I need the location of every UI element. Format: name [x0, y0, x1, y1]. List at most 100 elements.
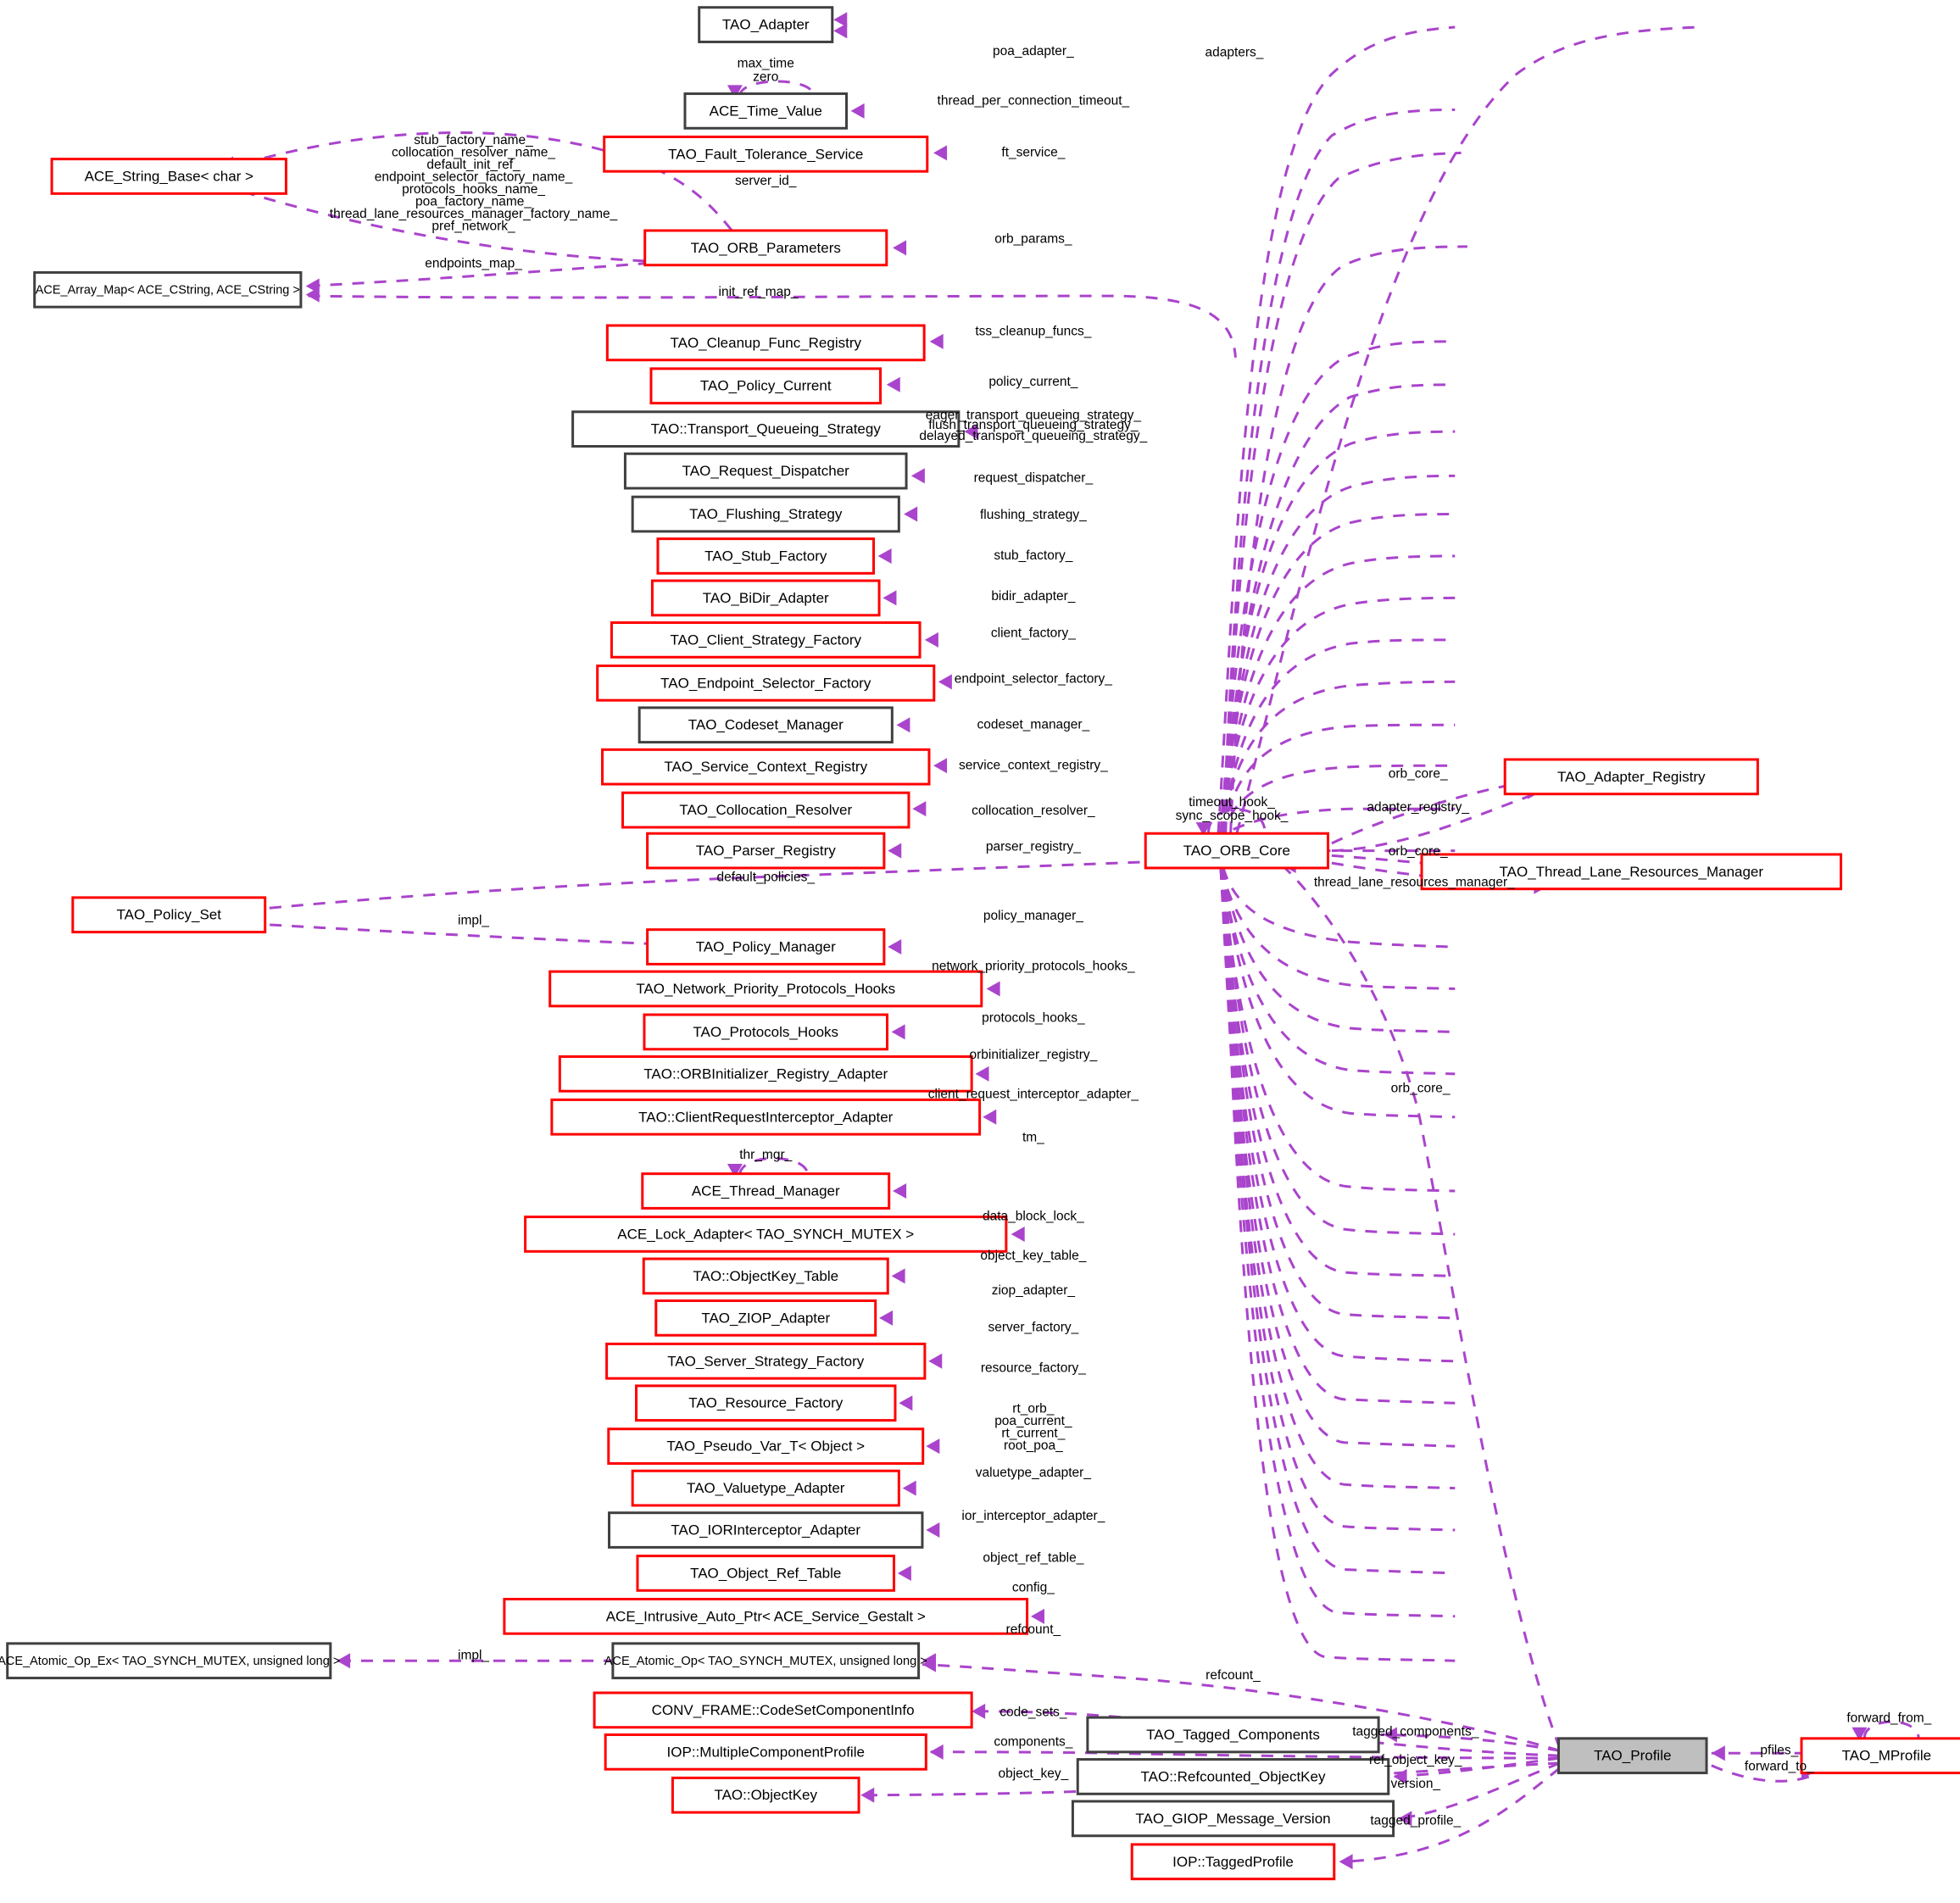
class-node-border[interactable] — [1076, 1758, 1390, 1795]
class-node-border[interactable] — [601, 748, 931, 786]
class-node-tao_service_context_registry[interactable]: TAO_Service_Context_Registry — [601, 748, 931, 786]
class-node-ace_thread_manager[interactable]: ACE_Thread_Manager — [641, 1172, 891, 1210]
class-node-border[interactable] — [683, 92, 849, 130]
class-node-tao_giop_message_version[interactable]: TAO_GIOP_Message_Version — [1071, 1800, 1395, 1838]
class-node-tao_client_strategy_factory[interactable]: TAO_Client_Strategy_Factory — [610, 621, 922, 659]
class-node-border[interactable] — [1420, 853, 1843, 891]
class-node-border[interactable] — [503, 1597, 1029, 1635]
class-node-ace_string_base[interactable]: ACE_String_Base< char > — [50, 158, 287, 195]
class-node-border[interactable] — [654, 1299, 877, 1337]
class-node-border[interactable] — [6, 1642, 332, 1680]
class-node-border[interactable] — [524, 1216, 1008, 1253]
class-node-ace_atomic_op_ex[interactable]: ACE_Atomic_Op_Ex< TAO_SYNCH_MUTEX, unsig… — [0, 1642, 340, 1680]
class-node-ace_intrusive_auto_ptr[interactable]: ACE_Intrusive_Auto_Ptr< ACE_Service_Gest… — [503, 1597, 1029, 1635]
class-node-tao_mprofile[interactable]: TAO_MProfile — [1800, 1737, 1960, 1775]
class-node-border[interactable] — [1130, 1843, 1336, 1881]
class-node-tao_request_dispatcher[interactable]: TAO_Request_Dispatcher — [623, 452, 908, 490]
class-node-tao_endpoint_selector_factory[interactable]: TAO_Endpoint_Selector_Factory — [596, 664, 936, 702]
class-node-tao_server_strategy_factory[interactable]: TAO_Server_Strategy_Factory — [605, 1342, 927, 1380]
class-node-border[interactable] — [641, 1172, 891, 1210]
class-node-tao_stub_factory[interactable]: TAO_Stub_Factory — [656, 537, 876, 575]
class-node-border[interactable] — [608, 1511, 924, 1549]
class-node-border[interactable] — [650, 579, 881, 617]
class-node-border[interactable] — [605, 1342, 927, 1380]
class-node-tao_objectkey_table[interactable]: TAO::ObjectKey_Table — [642, 1257, 889, 1295]
class-node-border[interactable] — [571, 410, 961, 448]
class-node-border[interactable] — [558, 1055, 973, 1093]
class-node-border[interactable] — [649, 367, 883, 405]
class-node-border[interactable] — [596, 664, 936, 702]
class-node-tao_orb_parameters[interactable]: TAO_ORB_Parameters — [643, 229, 888, 267]
class-node-tao_profile[interactable]: TAO_Profile — [1556, 1737, 1708, 1775]
class-node-ace_array_map[interactable]: ACE_Array_Map< ACE_CString, ACE_CString … — [33, 270, 303, 309]
class-node-border[interactable] — [610, 621, 922, 659]
class-node-iop_multiplecomponentprofile[interactable]: IOP::MultipleComponentProfile — [604, 1733, 927, 1771]
class-node-tao_flushing_strategy[interactable]: TAO_Flushing_Strategy — [631, 495, 900, 533]
class-node-border[interactable] — [646, 928, 886, 965]
class-node-ace_time_value[interactable]: ACE_Time_Value — [683, 92, 849, 130]
class-node-border[interactable] — [643, 229, 888, 267]
class-node-tao_transport_queueing_strategy[interactable]: TAO::Transport_Queueing_Strategy — [571, 410, 961, 448]
class-node-border[interactable] — [50, 158, 287, 195]
class-node-iop_taggedprofile[interactable]: IOP::TaggedProfile — [1130, 1843, 1336, 1881]
class-node-border[interactable] — [607, 1427, 925, 1465]
class-node-tao_cleanup_func_registry[interactable]: TAO_Cleanup_Func_Registry — [605, 324, 926, 362]
class-node-tao_pseudo_var_t[interactable]: TAO_Pseudo_Var_T< Object > — [607, 1427, 925, 1465]
class-node-border[interactable] — [642, 1257, 889, 1295]
class-node-tao_iorinterceptor_adapter[interactable]: TAO_IORInterceptor_Adapter — [608, 1511, 924, 1549]
class-node-tao_valuetype_adapter[interactable]: TAO_Valuetype_Adapter — [631, 1469, 900, 1507]
class-node-border[interactable] — [1800, 1737, 1960, 1775]
class-node-tao_policy_manager[interactable]: TAO_Policy_Manager — [646, 928, 886, 965]
class-node-tao_parser_registry[interactable]: TAO_Parser_Registry — [646, 832, 886, 870]
class-node-tao_adapter_registry[interactable]: TAO_Adapter_Registry — [1503, 758, 1759, 796]
class-node-tao_clientrequestinterceptor_adapter[interactable]: TAO::ClientRequestInterceptor_Adapter — [550, 1098, 982, 1136]
class-node-border[interactable] — [643, 1013, 889, 1051]
class-node-tao_network_priority_protocols_hooks[interactable]: TAO_Network_Priority_Protocols_Hooks — [548, 970, 983, 1008]
class-node-border[interactable] — [71, 896, 267, 934]
class-node-border[interactable] — [623, 452, 908, 490]
class-node-border[interactable] — [631, 1469, 900, 1507]
class-node-border[interactable] — [548, 970, 983, 1008]
class-node-border[interactable] — [605, 324, 926, 362]
class-node-conv_frame_codesetcomponentinfo[interactable]: CONV_FRAME::CodeSetComponentInfo — [593, 1691, 973, 1729]
class-node-tao_codeset_manager[interactable]: TAO_Codeset_Manager — [638, 706, 894, 744]
class-node-border[interactable] — [550, 1098, 982, 1136]
class-node-tao_ziop_adapter[interactable]: TAO_ZIOP_Adapter — [654, 1299, 877, 1337]
class-node-tao_object_ref_table[interactable]: TAO_Object_Ref_Table — [636, 1555, 896, 1592]
class-node-border[interactable] — [611, 1642, 921, 1680]
class-node-border[interactable] — [636, 1555, 896, 1592]
class-node-tao_refcounted_objectkey[interactable]: TAO::Refcounted_ObjectKey — [1076, 1758, 1390, 1795]
class-node-border[interactable] — [33, 270, 303, 309]
class-node-tao_thread_lane_resources_manager[interactable]: TAO_Thread_Lane_Resources_Manager — [1420, 853, 1843, 891]
class-node-border[interactable] — [635, 1384, 897, 1422]
class-node-tao_policy_set[interactable]: TAO_Policy_Set — [71, 896, 267, 934]
class-node-ace_lock_adapter[interactable]: ACE_Lock_Adapter< TAO_SYNCH_MUTEX > — [524, 1216, 1008, 1253]
class-node-tao_objectkey[interactable]: TAO::ObjectKey — [671, 1776, 860, 1814]
class-node-border[interactable] — [1503, 758, 1759, 796]
class-node-tao_orbinitializer_registry_adapter[interactable]: TAO::ORBInitializer_Registry_Adapter — [558, 1055, 973, 1093]
class-node-border[interactable] — [603, 135, 929, 173]
class-node-tao_fault_tolerance_service[interactable]: TAO_Fault_Tolerance_Service — [603, 135, 929, 173]
class-node-tao_collocation_resolver[interactable]: TAO_Collocation_Resolver — [621, 791, 910, 829]
class-node-tao_orb_core[interactable]: TAO_ORB_Core — [1144, 832, 1329, 870]
class-node-tao_resource_factory[interactable]: TAO_Resource_Factory — [635, 1384, 897, 1422]
class-node-border[interactable] — [1556, 1737, 1708, 1775]
class-node-border[interactable] — [671, 1776, 860, 1814]
class-node-tao_protocols_hooks[interactable]: TAO_Protocols_Hooks — [643, 1013, 889, 1051]
class-node-border[interactable] — [593, 1691, 973, 1729]
class-node-border[interactable] — [638, 706, 894, 744]
class-node-border[interactable] — [1086, 1716, 1380, 1754]
class-node-border[interactable] — [604, 1733, 927, 1771]
class-node-tao_bidir_adapter[interactable]: TAO_BiDir_Adapter — [650, 579, 881, 617]
class-node-border[interactable] — [631, 495, 900, 533]
class-node-border[interactable] — [646, 832, 886, 870]
class-node-tao_policy_current[interactable]: TAO_Policy_Current — [649, 367, 883, 405]
class-node-border[interactable] — [621, 791, 910, 829]
class-node-border[interactable] — [1144, 832, 1329, 870]
class-node-border[interactable] — [1071, 1800, 1395, 1838]
class-node-ace_atomic_op[interactable]: ACE_Atomic_Op< TAO_SYNCH_MUTEX, unsigned… — [604, 1642, 927, 1680]
class-node-tao_tagged_components[interactable]: TAO_Tagged_Components — [1086, 1716, 1380, 1754]
class-node-tao_adapter[interactable]: TAO_Adapter — [698, 6, 834, 43]
class-node-border[interactable] — [656, 537, 876, 575]
class-node-border[interactable] — [698, 6, 834, 43]
